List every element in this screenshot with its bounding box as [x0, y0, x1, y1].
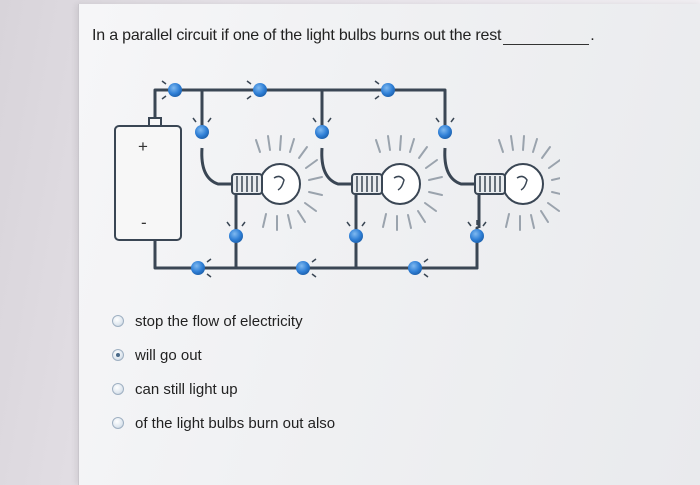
- battery-minus-label: -: [141, 213, 147, 232]
- question-text: In a parallel circuit if one of the ligh…: [92, 27, 595, 45]
- option-label: will go out: [135, 346, 202, 364]
- option-label: can still light up: [135, 380, 238, 398]
- answer-options: stop the flow of electricity will go out…: [112, 304, 335, 440]
- light-bulb-1: [200, 135, 323, 231]
- light-bulb-2: [320, 135, 443, 231]
- radio-button-selected[interactable]: [112, 349, 124, 361]
- answer-blank: [503, 30, 590, 45]
- parallel-circuit-diagram: + -: [114, 80, 560, 278]
- light-bulb-3: [443, 135, 560, 231]
- radio-button[interactable]: [112, 417, 124, 429]
- battery-plus-label: +: [138, 137, 148, 156]
- option-label: of the light bulbs burn out also: [135, 414, 336, 432]
- radio-button[interactable]: [112, 315, 124, 327]
- option-stop-flow[interactable]: stop the flow of electricity: [112, 304, 335, 338]
- option-label: stop the flow of electricity: [135, 312, 303, 330]
- option-burn-out-also[interactable]: of the light bulbs burn out also: [112, 406, 335, 440]
- wire-connectors: [161, 80, 487, 278]
- option-will-go-out[interactable]: will go out: [112, 338, 335, 372]
- question-end-punct: .: [590, 27, 595, 44]
- question-prompt: In a parallel circuit if one of the ligh…: [92, 27, 502, 44]
- battery: + -: [114, 117, 182, 241]
- option-can-still-light[interactable]: can still light up: [112, 372, 335, 406]
- radio-button[interactable]: [112, 383, 124, 395]
